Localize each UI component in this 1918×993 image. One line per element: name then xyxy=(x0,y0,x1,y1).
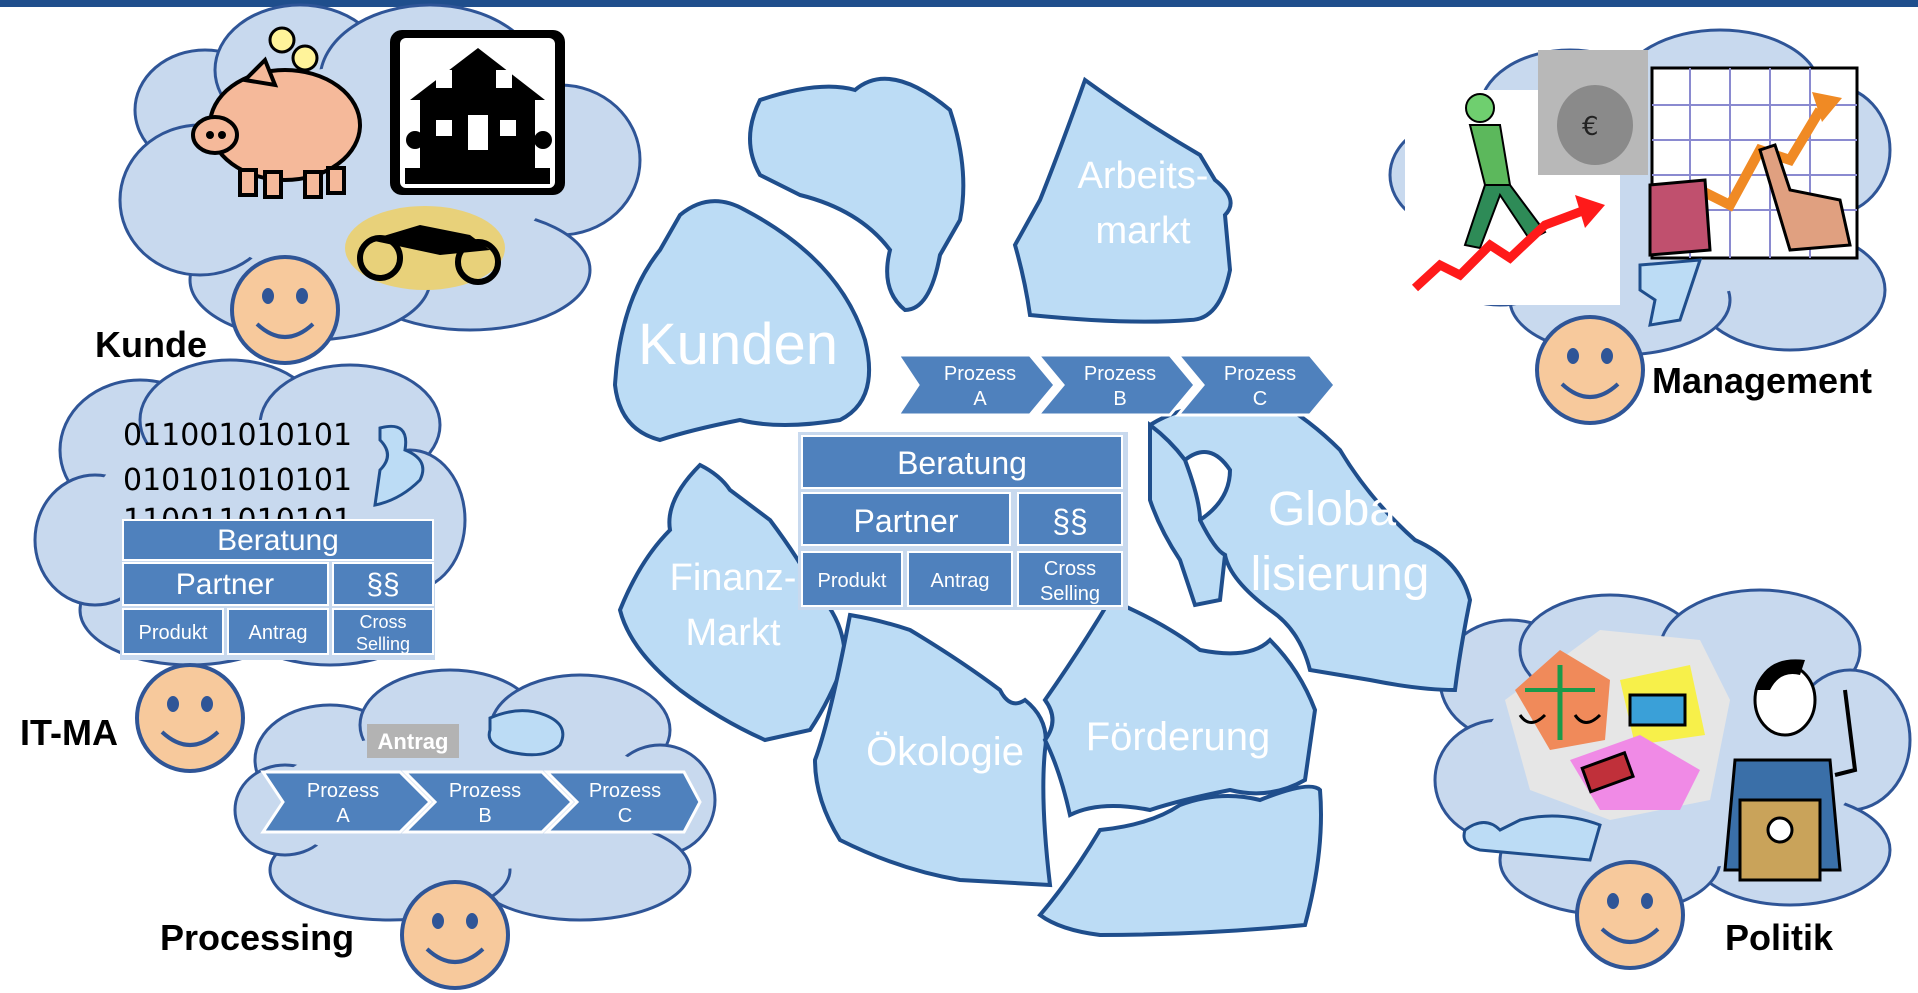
kunde-face-icon xyxy=(230,255,340,365)
processing-label: Processing xyxy=(160,917,354,958)
management-label: Management xyxy=(1652,360,1872,401)
central-cross-label: Cross xyxy=(1044,558,1096,580)
processing-step-a-title: Prozess xyxy=(307,780,379,802)
central-step-c-title: Prozess xyxy=(1224,363,1296,385)
kunde-label: Kunde xyxy=(95,324,207,365)
piggy-bank-icon xyxy=(191,26,362,199)
kunden-label: Kunden xyxy=(638,312,838,377)
binary-line: 010101010101 xyxy=(123,463,352,498)
top-accent-bar xyxy=(0,0,1918,7)
it-ma-block-stack: Beratung Partner §§ Produkt Antrag Cross… xyxy=(120,519,435,660)
central-step-b-title: Prozess xyxy=(1084,363,1156,385)
processing-step-a-letter: A xyxy=(336,805,350,827)
central-partner-label: Partner xyxy=(854,503,959,539)
antrag-tag-label: Antrag xyxy=(378,729,449,754)
justice-collage-icon xyxy=(1505,630,1730,820)
it-ma-face-icon xyxy=(135,663,245,773)
puzzle-piece-center-connector xyxy=(1148,420,1228,608)
globalisierung-label-line1: Globa- xyxy=(1268,483,1412,536)
arbeitsmarkt-label-line2: markt xyxy=(1096,210,1191,252)
politik-face-icon xyxy=(1575,860,1685,970)
it-ma-selling-label: Selling xyxy=(356,634,410,654)
globalisierung-label-line2: lisierung xyxy=(1251,548,1430,601)
central-produkt-label: Produkt xyxy=(818,570,887,592)
it-ma-cross-label: Cross xyxy=(359,612,406,632)
svg-text:€: € xyxy=(1582,112,1599,142)
central-step-a-title: Prozess xyxy=(944,363,1016,385)
central-selling-label: Selling xyxy=(1040,583,1100,605)
puzzle-piece-finanzmarkt xyxy=(617,462,848,743)
house-icon xyxy=(390,30,565,195)
it-ma-beratung-label: Beratung xyxy=(217,524,339,557)
money-bag-photo-icon: € xyxy=(1538,50,1648,175)
it-ma-label: IT-MA xyxy=(20,712,118,753)
processing-chain: Prozess A Prozess B Prozess C xyxy=(260,770,702,834)
central-step-a-letter: A xyxy=(973,388,987,410)
central-antrag-label: Antrag xyxy=(931,570,990,592)
politik-label: Politik xyxy=(1725,917,1834,958)
politician-icon xyxy=(1723,659,1858,882)
central-block-stack: Beratung Partner §§ Produkt Antrag Cross… xyxy=(798,432,1128,610)
puzzle-piece-bottom xyxy=(1037,784,1323,938)
it-ma-produkt-label: Produkt xyxy=(139,622,208,644)
puzzle-piece-kunden xyxy=(612,199,872,443)
motorcycle-icon xyxy=(345,206,505,290)
central-paragraphs-label: §§ xyxy=(1052,503,1088,539)
puzzle-piece-top xyxy=(748,76,966,313)
processing-puzzle-fragment xyxy=(487,709,565,757)
management-puzzle-fragment xyxy=(1638,258,1703,327)
central-beratung-label: Beratung xyxy=(897,445,1027,481)
foerderung-label: Förderung xyxy=(1086,715,1271,759)
it-ma-puzzle-fragment xyxy=(373,424,425,507)
puzzle-piece-oekologie xyxy=(812,612,1053,888)
oekologie-label: Ökologie xyxy=(866,730,1024,774)
processing-step-b-title: Prozess xyxy=(449,780,521,802)
central-step-c-letter: C xyxy=(1253,388,1267,410)
processing-step-c-title: Prozess xyxy=(589,780,661,802)
it-ma-antrag-label: Antrag xyxy=(249,622,308,644)
processing-face-icon xyxy=(400,880,510,990)
central-process-chain: Prozess A Prozess B Prozess C xyxy=(895,353,1337,417)
finanzmarkt-label-line1: Finanz- xyxy=(670,557,797,599)
it-ma-paragraphs-label: §§ xyxy=(366,568,399,601)
arbeitsmarkt-label-line1: Arbeits- xyxy=(1078,155,1209,197)
it-ma-partner-label: Partner xyxy=(176,568,274,601)
binary-line: 011001010101 xyxy=(123,418,352,453)
processing-step-b-letter: B xyxy=(478,805,491,827)
processing-step-c-letter: C xyxy=(618,805,632,827)
finanzmarkt-label-line2: Markt xyxy=(686,612,781,654)
puzzle-piece-foerderung xyxy=(1042,597,1318,818)
puzzle-piece-arbeitsmarkt xyxy=(1012,76,1233,324)
growth-chart-icon xyxy=(1648,66,1859,260)
politik-puzzle-fragment xyxy=(1462,814,1602,862)
antrag-tag xyxy=(367,724,459,758)
central-step-b-letter: B xyxy=(1113,388,1126,410)
management-face-icon xyxy=(1535,315,1645,425)
